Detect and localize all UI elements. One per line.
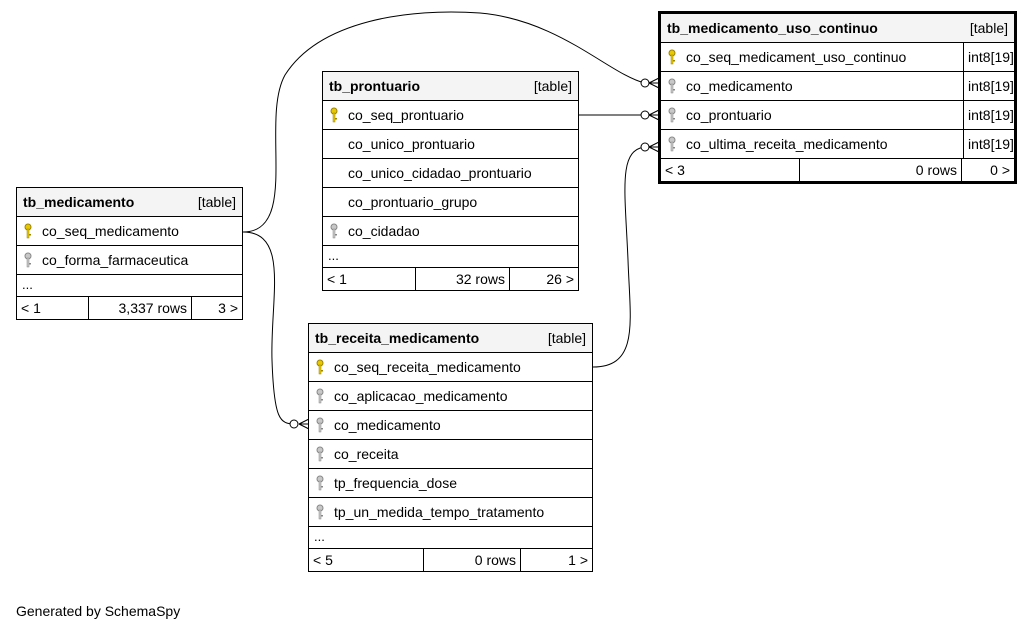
table-header: tb_medicamento_uso_continuo [table] — [661, 14, 1014, 43]
table-name: tb_medicamento — [23, 194, 135, 210]
column-row[interactable]: co_cidadao — [323, 217, 578, 246]
column-name: co_seq_receita_medicamento — [334, 359, 521, 375]
column-name: co_aplicacao_medicamento — [334, 388, 508, 404]
column-row[interactable]: co_prontuario_grupo — [323, 188, 578, 217]
footer-parents[interactable]: < 1 — [327, 271, 347, 287]
column-name: co_cidadao — [348, 223, 420, 239]
foreign-key-icon — [668, 107, 676, 123]
table-footer: < 5 0 rows 1 > — [309, 549, 592, 571]
column-name: co_ultima_receita_medicamento — [686, 136, 888, 152]
table-footer: < 1 32 rows 26 > — [323, 268, 578, 290]
foreign-key-icon — [316, 504, 324, 520]
footer-row-count: 3,337 rows — [88, 297, 191, 319]
column-row[interactable]: co_seq_receita_medicamento — [309, 353, 592, 382]
column-row[interactable]: tp_un_medida_tempo_tratamento — [309, 498, 592, 527]
foreign-key-icon — [316, 417, 324, 433]
column-row[interactable]: co_seq_medicamento — [17, 217, 242, 246]
foreign-key-icon — [668, 136, 676, 152]
table-name: tb_medicamento_uso_continuo — [667, 20, 878, 36]
primary-key-icon — [668, 49, 676, 65]
table-prontuario[interactable]: tb_prontuario [table] co_seq_prontuario … — [322, 71, 579, 291]
column-row[interactable]: co_medicamento — [309, 411, 592, 440]
column-row[interactable]: co_aplicacao_medicamento — [309, 382, 592, 411]
footer-children[interactable]: 0 > — [961, 159, 1014, 181]
foreign-key-icon — [316, 446, 324, 462]
cardinality-circle — [289, 419, 299, 429]
table-footer: < 3 0 rows 0 > — [661, 159, 1014, 181]
column-row[interactable]: co_prontuario int8[19] — [661, 101, 1014, 130]
footer-parents[interactable]: < 3 — [665, 162, 685, 178]
foreign-key-icon — [24, 252, 32, 268]
primary-key-icon — [330, 107, 338, 123]
table-type: [table] — [969, 20, 1008, 36]
column-row[interactable]: co_forma_farmaceutica — [17, 246, 242, 275]
table-header: tb_receita_medicamento [table] — [309, 324, 592, 353]
column-row[interactable]: co_receita — [309, 440, 592, 469]
column-name: co_prontuario — [686, 107, 772, 123]
table-name: tb_prontuario — [329, 78, 420, 94]
footer-row-count: 32 rows — [415, 268, 509, 290]
fk-line-receita-uso-continuo — [592, 146, 646, 368]
column-name: co_medicamento — [686, 78, 793, 94]
fk-line-medicamento-uso-continuo — [242, 11, 646, 233]
foreign-key-icon — [330, 223, 338, 239]
column-name: co_medicamento — [334, 417, 441, 433]
column-row[interactable]: co_seq_medicament_uso_continuo int8[19] — [661, 43, 1014, 72]
column-row[interactable]: co_unico_cidadao_prontuario — [323, 159, 578, 188]
table-type: [table] — [197, 194, 236, 210]
primary-key-icon — [316, 359, 324, 375]
column-name: co_unico_prontuario — [348, 136, 475, 152]
table-receita-medicamento[interactable]: tb_receita_medicamento [table] co_seq_re… — [308, 323, 593, 572]
table-medicamento-uso-continuo[interactable]: tb_medicamento_uso_continuo [table] co_s… — [658, 11, 1017, 184]
column-name: co_seq_prontuario — [348, 107, 464, 123]
cardinality-circle — [640, 110, 650, 120]
foreign-key-icon — [316, 475, 324, 491]
column-name: co_seq_medicament_uso_continuo — [686, 49, 907, 65]
table-header: tb_medicamento [table] — [17, 188, 242, 217]
column-row[interactable]: tp_frequencia_dose — [309, 469, 592, 498]
footer-parents[interactable]: < 5 — [313, 552, 333, 568]
column-row[interactable]: co_ultima_receita_medicamento int8[19] — [661, 130, 1014, 159]
column-row[interactable]: co_seq_prontuario — [323, 101, 578, 130]
table-name: tb_receita_medicamento — [315, 330, 480, 346]
column-name: tp_frequencia_dose — [334, 475, 457, 491]
more-columns: ... — [309, 527, 592, 549]
table-header: tb_prontuario [table] — [323, 72, 578, 101]
table-footer: < 1 3,337 rows 3 > — [17, 297, 242, 319]
column-row[interactable]: co_medicamento int8[19] — [661, 72, 1014, 101]
column-name: co_seq_medicamento — [42, 223, 179, 239]
footer-parents[interactable]: < 1 — [21, 300, 41, 316]
footer-children[interactable]: 1 > — [520, 549, 592, 571]
footer-children[interactable]: 26 > — [509, 268, 578, 290]
table-type: [table] — [547, 330, 586, 346]
column-type: int8[19] — [963, 43, 1014, 71]
generated-by-label: Generated by SchemaSpy — [16, 603, 181, 619]
table-medicamento[interactable]: tb_medicamento [table] co_seq_medicament… — [16, 187, 243, 320]
table-type: [table] — [533, 78, 572, 94]
cardinality-circle — [640, 142, 650, 152]
fk-line-medicamento-receita — [242, 231, 296, 425]
foreign-key-icon — [316, 388, 324, 404]
column-type: int8[19] — [963, 101, 1014, 129]
column-type: int8[19] — [963, 130, 1014, 158]
column-name: co_forma_farmaceutica — [42, 252, 189, 268]
column-name: tp_un_medida_tempo_tratamento — [334, 504, 545, 520]
more-columns: ... — [17, 275, 242, 297]
column-row[interactable]: co_unico_prontuario — [323, 130, 578, 159]
more-columns: ... — [323, 246, 578, 268]
foreign-key-icon — [668, 78, 676, 94]
column-name: co_receita — [334, 446, 399, 462]
cardinality-circle — [640, 78, 650, 88]
footer-row-count: 0 rows — [423, 549, 520, 571]
footer-row-count: 0 rows — [799, 159, 961, 181]
footer-children[interactable]: 3 > — [191, 297, 242, 319]
primary-key-icon — [24, 223, 32, 239]
column-name: co_prontuario_grupo — [348, 194, 478, 210]
column-type: int8[19] — [963, 72, 1014, 100]
column-name: co_unico_cidadao_prontuario — [348, 165, 532, 181]
